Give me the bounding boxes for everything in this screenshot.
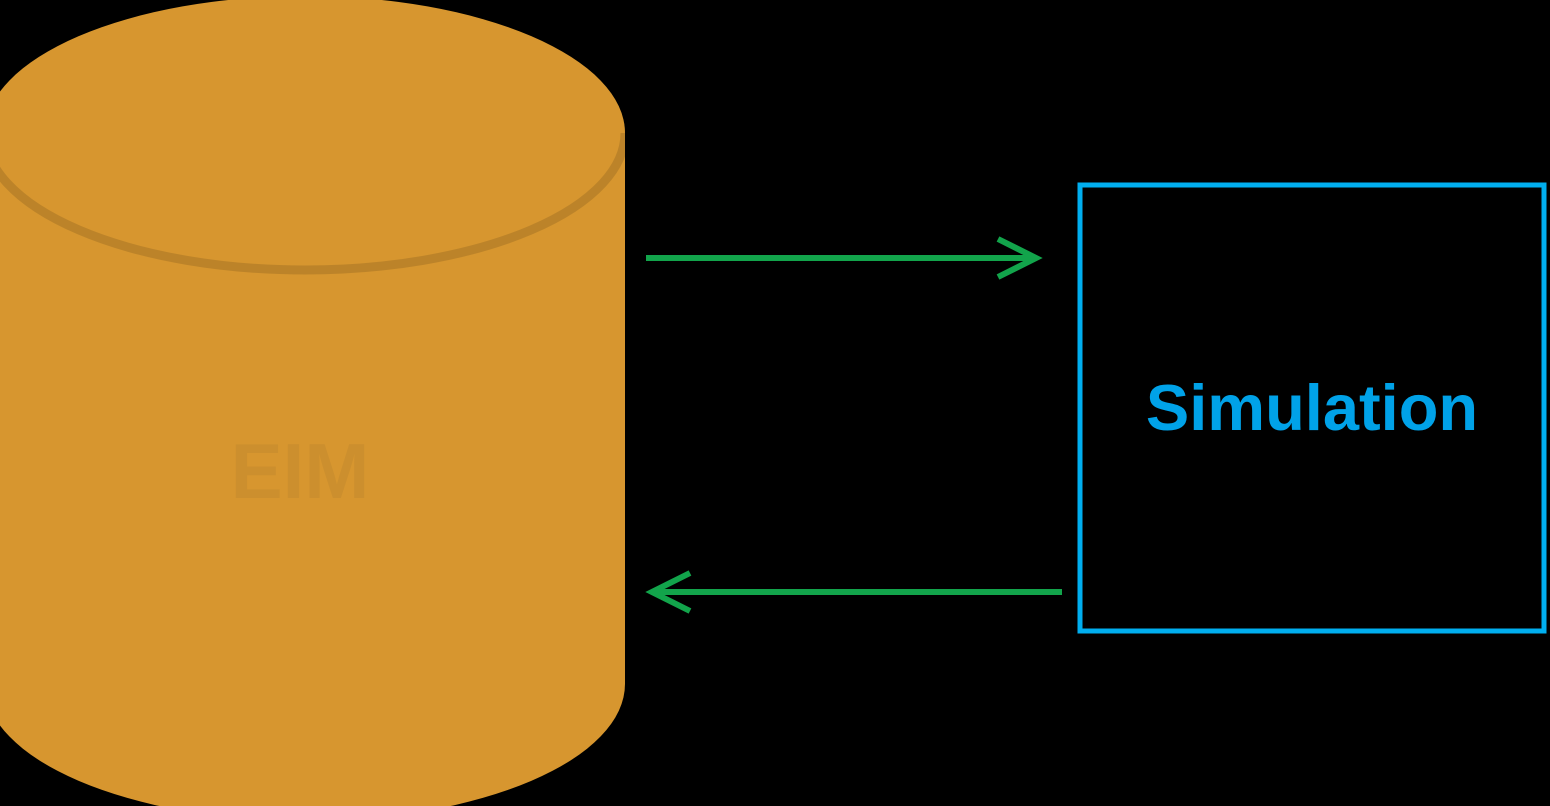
arrow-simulation-to-eim xyxy=(645,570,1062,614)
left-arrowhead-icon xyxy=(645,570,692,614)
simulation-label: Simulation xyxy=(1146,371,1478,444)
cylinder-rim xyxy=(0,132,630,275)
cylinder-shape xyxy=(0,0,625,806)
simulation-box xyxy=(1077,182,1547,634)
database-label: EIM xyxy=(231,427,370,515)
right-arrowhead-icon xyxy=(996,236,1043,280)
arrow-eim-to-simulation xyxy=(646,236,1043,280)
simulation-node: Simulation xyxy=(1077,182,1547,634)
eim-database-node: EIM xyxy=(0,0,630,806)
